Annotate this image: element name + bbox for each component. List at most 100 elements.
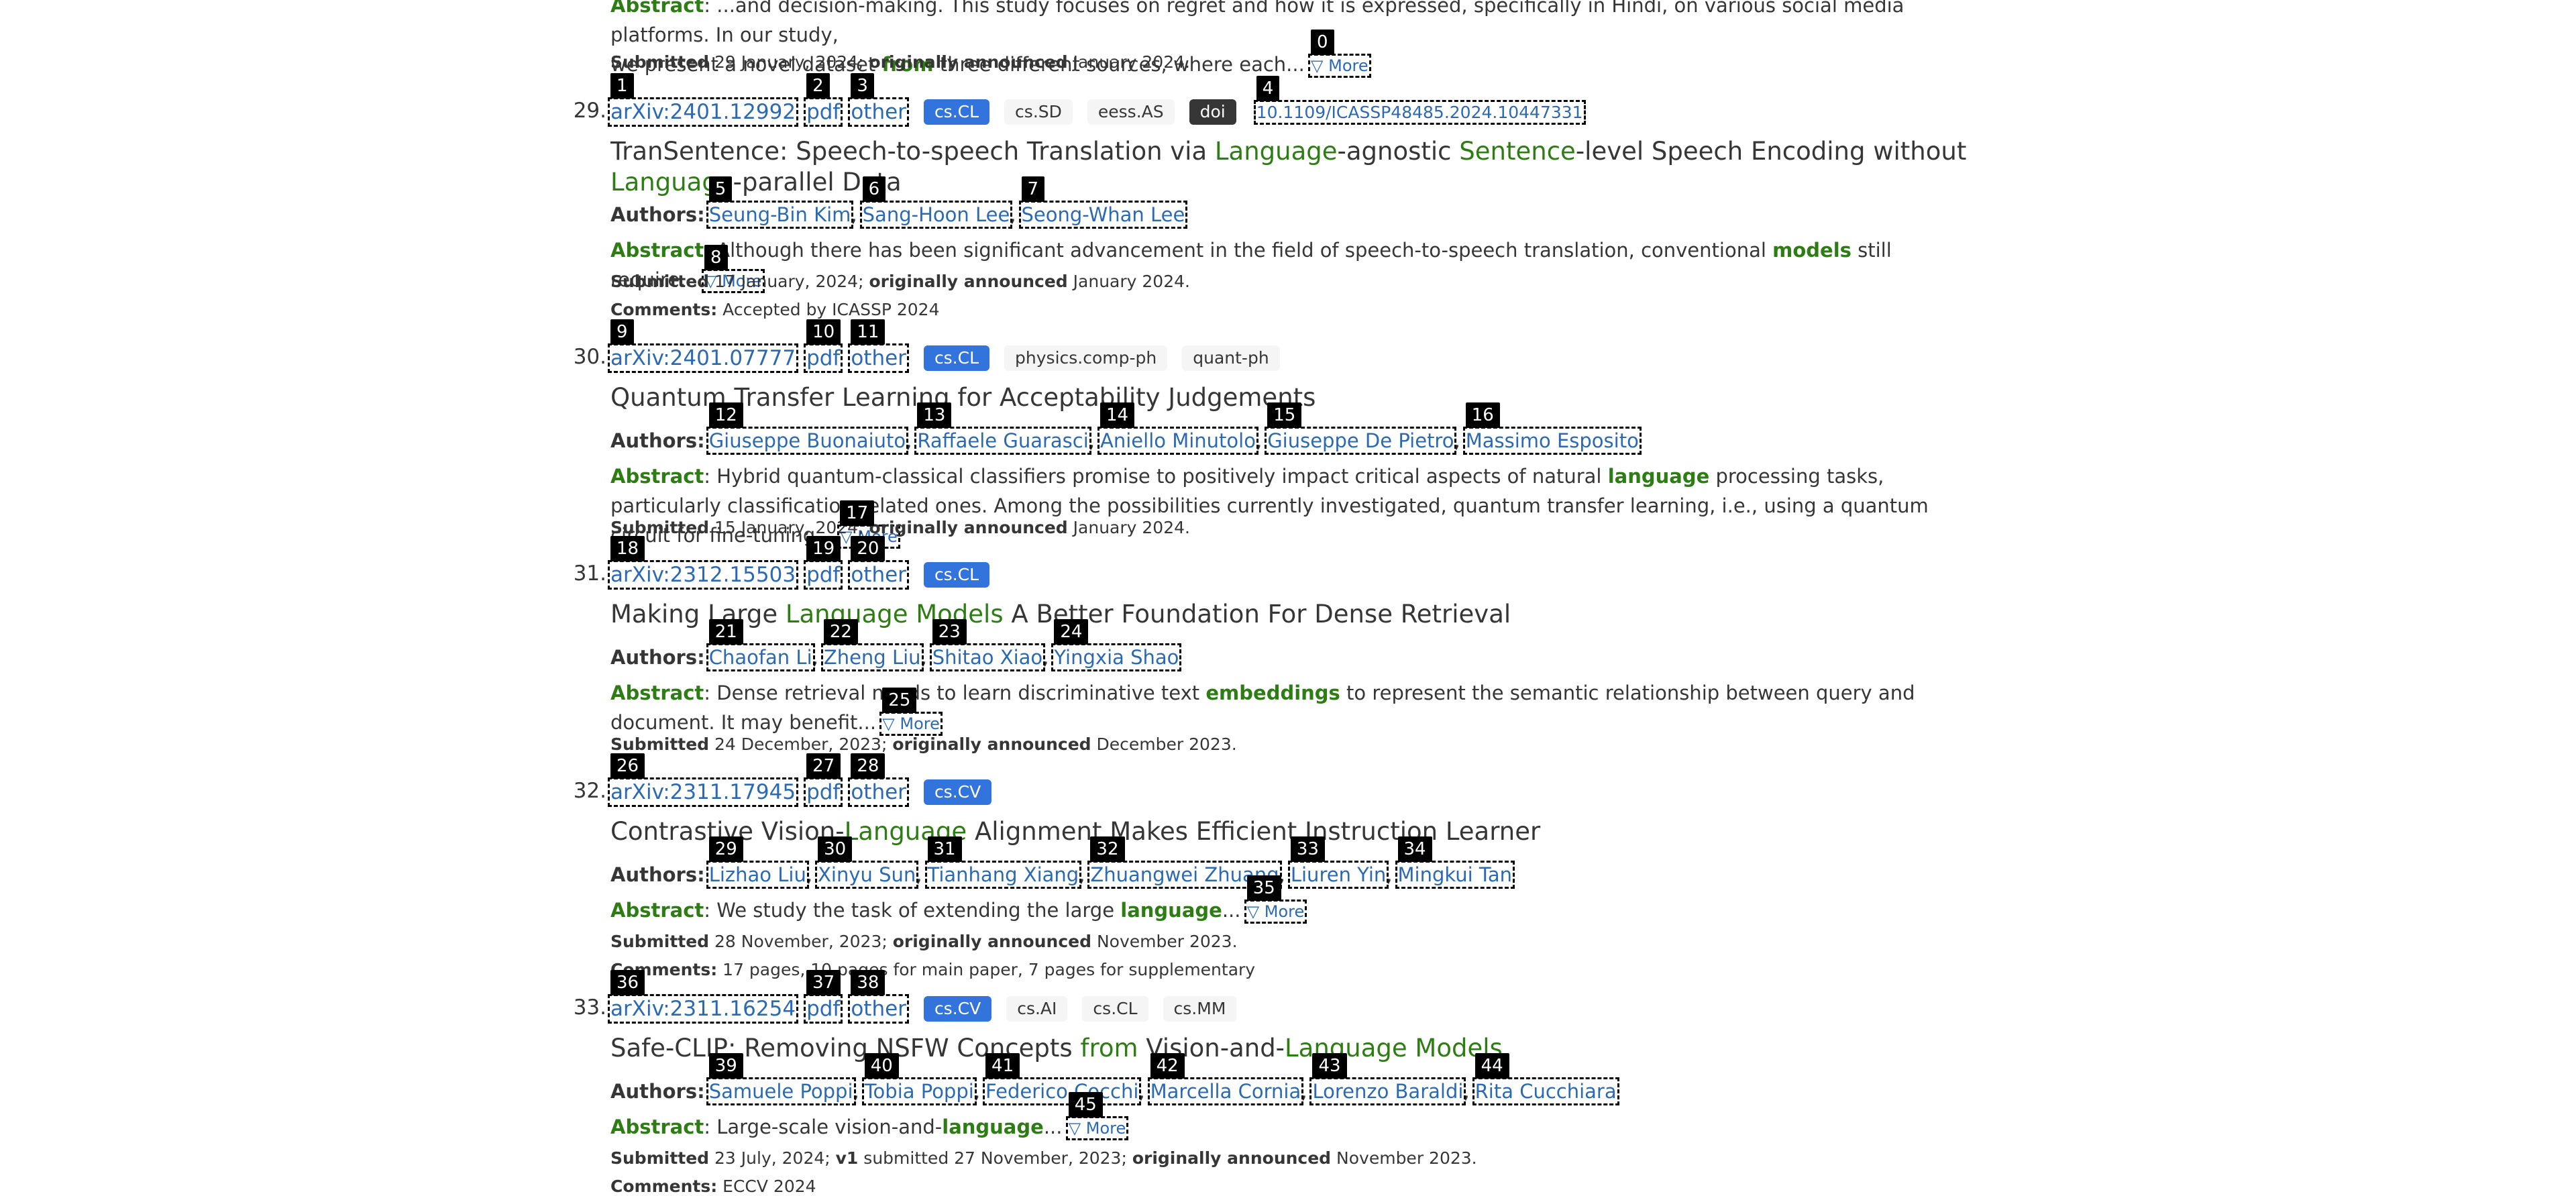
submitted-line: Submitted 23 July, 2024; v1 submitted 27… bbox=[610, 1148, 1477, 1168]
category-tag: quant-ph bbox=[1182, 345, 1280, 371]
abstract-label: Abstract bbox=[610, 0, 704, 17]
element-index-badge: 43 bbox=[1312, 1053, 1347, 1079]
abstract-text: : We study the task of extending the lar… bbox=[704, 899, 1121, 922]
more-button[interactable]: ▽ More17 bbox=[837, 500, 900, 549]
category-tag: cs.CL bbox=[923, 562, 990, 588]
announced-label: originally announced bbox=[1132, 1148, 1332, 1168]
abstract: Abstract: Dense retrieval needs to learn… bbox=[610, 678, 1979, 739]
announced-date: January 2024. bbox=[1067, 52, 1190, 72]
announced-date: January 2024. bbox=[1067, 518, 1190, 537]
abstract: Abstract: Hybrid quantum-classical class… bbox=[610, 461, 1979, 551]
announced-label: originally announced bbox=[869, 52, 1068, 72]
title-text: -agnostic bbox=[1337, 137, 1460, 166]
version-label: v1 bbox=[835, 1148, 859, 1168]
element-index-badge: 23 bbox=[932, 619, 967, 645]
author-separator: , bbox=[812, 646, 818, 669]
abstract-highlight: models bbox=[1772, 239, 1851, 262]
comments-text: Accepted by ICASSP 2024 bbox=[717, 300, 940, 319]
result-number: 32. bbox=[573, 779, 606, 803]
abstract-label: Abstract bbox=[610, 465, 704, 488]
element-index-badge: 7 bbox=[1021, 176, 1045, 202]
element-index-badge: 11 bbox=[851, 319, 885, 345]
submitted-date: 24 December, 2023; bbox=[709, 735, 893, 754]
announced-label: originally announced bbox=[892, 932, 1091, 951]
element-index-badge: 29 bbox=[708, 836, 743, 862]
element-index-badge: 8 bbox=[704, 245, 728, 270]
category-tag: cs.CV bbox=[923, 779, 992, 805]
author-separator: , bbox=[906, 429, 912, 452]
element-index-badge: 18 bbox=[610, 536, 645, 561]
category-tag: cs.CL bbox=[1082, 996, 1148, 1022]
announced-date: December 2023. bbox=[1091, 735, 1237, 754]
abstract-label: Abstract bbox=[610, 682, 704, 704]
author-separator: , bbox=[1138, 1080, 1145, 1103]
element-index-badge: 4 bbox=[1256, 75, 1280, 101]
result-number: 33. bbox=[573, 995, 606, 1020]
title-highlight: from bbox=[1080, 1034, 1138, 1063]
comments-line: Comments: ECCV 2024 bbox=[610, 1177, 816, 1196]
abstract-highlight: language bbox=[1607, 465, 1710, 488]
comments-label: Comments: bbox=[610, 1177, 718, 1196]
element-index-badge: 44 bbox=[1474, 1053, 1509, 1079]
abstract-text: : ...and decision-making. This study foc… bbox=[610, 0, 1904, 46]
title-text: A Better Foundation For Dense Retrieval bbox=[1003, 600, 1511, 629]
author-separator: , bbox=[1454, 429, 1460, 452]
abstract-highlight: from bbox=[881, 53, 934, 76]
element-index-badge: 20 bbox=[851, 536, 885, 561]
abstract: Abstract: We study the task of extending… bbox=[610, 875, 1979, 926]
abstract: Abstract: Although there has been signif… bbox=[610, 235, 1979, 296]
abstract-label: Abstract bbox=[610, 239, 704, 262]
category-tag: cs.AI bbox=[1006, 996, 1068, 1022]
element-index-badge: 36 bbox=[610, 970, 645, 995]
announced-date: November 2023. bbox=[1331, 1148, 1477, 1168]
